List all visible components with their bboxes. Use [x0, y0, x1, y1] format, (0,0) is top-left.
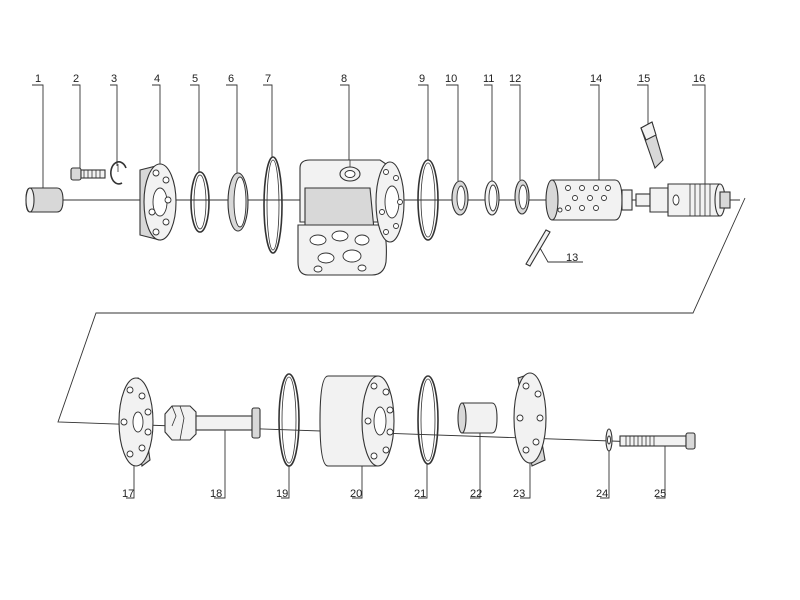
- part-10-seal: [451, 180, 469, 216]
- part-labels: 1 2 3 4 5 6 7 8 9 10 11 12 13 14 15 16 1…: [35, 73, 705, 500]
- label-part-23: 23: [513, 488, 525, 500]
- label-part-17: 17: [122, 488, 134, 500]
- label-part-8: 8: [341, 73, 347, 85]
- label-part-3: 3: [111, 73, 117, 85]
- part-12-ring: [514, 179, 530, 215]
- label-part-20: 20: [350, 488, 362, 500]
- part-1-end-cap: [25, 187, 64, 213]
- label-part-13: 13: [566, 252, 578, 264]
- label-part-24: 24: [596, 488, 608, 500]
- label-part-15: 15: [638, 73, 650, 85]
- part-11-washer: [484, 180, 500, 216]
- part-8-valve-housing: [297, 159, 405, 276]
- label-part-10: 10: [445, 73, 457, 85]
- label-part-1: 1: [35, 73, 41, 85]
- part-19-o-ring: [278, 373, 300, 467]
- part-5-o-ring: [190, 171, 210, 233]
- part-22-spacer: [457, 402, 498, 434]
- part-4-end-plate: [139, 163, 177, 241]
- part-3-snap-ring: [110, 161, 127, 185]
- label-part-6: 6: [228, 73, 234, 85]
- label-part-12: 12: [509, 73, 521, 85]
- label-part-5: 5: [192, 73, 198, 85]
- label-part-9: 9: [419, 73, 425, 85]
- label-part-19: 19: [276, 488, 288, 500]
- part-20-gerotor-housing: [319, 375, 395, 467]
- label-part-14: 14: [590, 73, 602, 85]
- part-17-port-plate: [118, 377, 154, 467]
- part-21-o-ring: [417, 375, 439, 465]
- part-24-washer: [605, 428, 613, 452]
- part-2-screw: [70, 167, 106, 181]
- label-part-18: 18: [210, 488, 222, 500]
- part-23-end-cover: [513, 372, 547, 467]
- label-part-16: 16: [693, 73, 705, 85]
- part-7-large-o-ring: [263, 156, 283, 254]
- part-6-seal-ring: [227, 172, 249, 232]
- part-14-valve-sleeve: [545, 179, 633, 221]
- part-16-spool: [635, 183, 731, 217]
- part-18-drive-shaft: [164, 405, 261, 441]
- label-part-25: 25: [654, 488, 666, 500]
- label-part-2: 2: [73, 73, 79, 85]
- label-part-21: 21: [414, 488, 426, 500]
- part-13-pin: [525, 229, 551, 267]
- part-25-bolt: [619, 432, 696, 450]
- leader-lines: [32, 84, 706, 499]
- label-part-7: 7: [265, 73, 271, 85]
- label-part-11: 11: [483, 73, 494, 85]
- label-part-4: 4: [154, 73, 160, 85]
- label-part-22: 22: [470, 488, 482, 500]
- part-15-lever: [640, 121, 664, 170]
